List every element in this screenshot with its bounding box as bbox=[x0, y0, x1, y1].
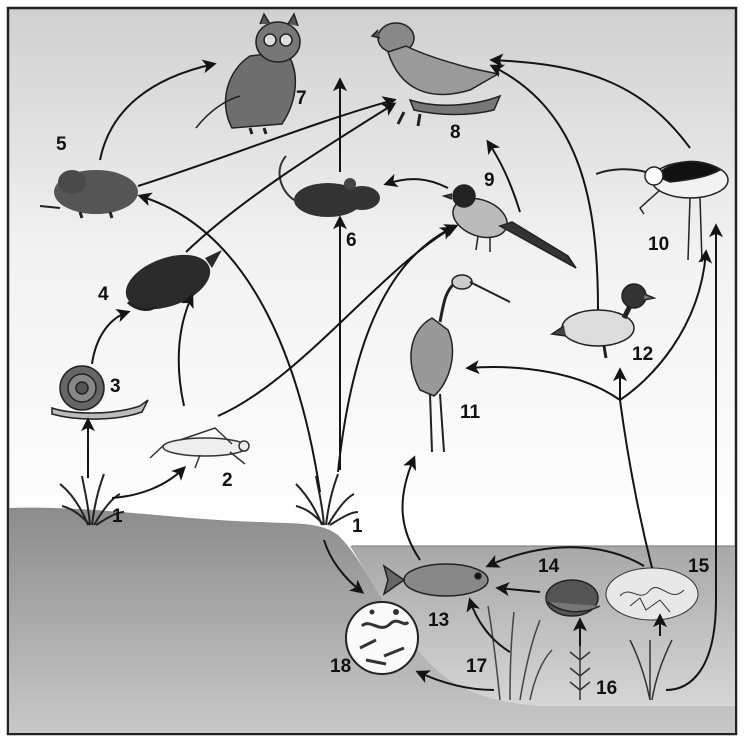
label-mouse: 6 bbox=[346, 230, 357, 251]
label-water-plant: 16 bbox=[596, 678, 617, 699]
label-decomposers: 18 bbox=[330, 656, 351, 677]
label-songbird: 9 bbox=[484, 170, 495, 191]
label-snail: 3 bbox=[110, 376, 121, 397]
label-water-snail: 14 bbox=[538, 556, 560, 577]
label-fish: 13 bbox=[428, 610, 449, 631]
label-reeds: 17 bbox=[466, 656, 487, 677]
label-grasshopper: 2 bbox=[222, 470, 233, 491]
label-grass-right: 1 bbox=[352, 516, 363, 537]
plankton-icon bbox=[606, 568, 698, 620]
label-owl: 7 bbox=[296, 88, 307, 109]
sky-background bbox=[8, 8, 736, 548]
decomposers-icon bbox=[346, 602, 418, 674]
label-heron: 11 bbox=[460, 402, 481, 423]
label-plankton: 15 bbox=[688, 556, 710, 577]
label-mole: 4 bbox=[98, 284, 109, 305]
label-vole: 5 bbox=[56, 134, 67, 155]
label-falcon: 8 bbox=[450, 122, 461, 143]
label-duck: 12 bbox=[632, 344, 653, 365]
label-avocet: 10 bbox=[648, 234, 669, 255]
label-grass-left: 1 bbox=[112, 506, 123, 527]
